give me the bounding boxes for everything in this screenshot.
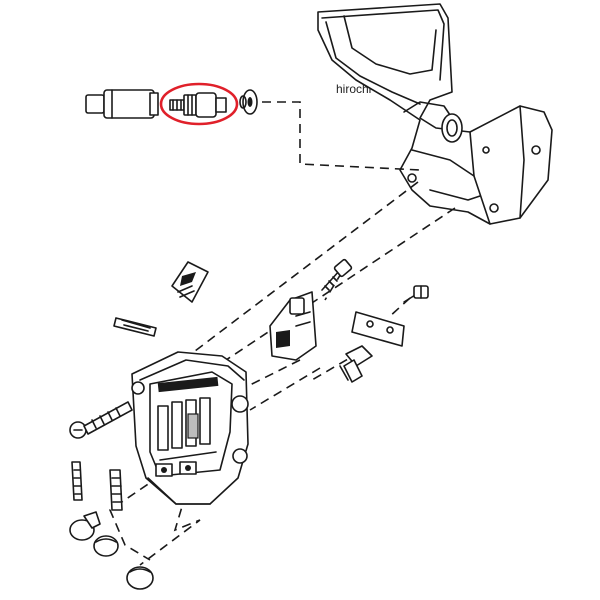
- switch-bracket: [269, 291, 317, 361]
- plunger-sleeve: [85, 89, 159, 119]
- terminal-strip-left: [71, 461, 83, 501]
- terminal-strip-right: [109, 469, 123, 511]
- washer-part: [239, 89, 258, 115]
- long-screw: [69, 401, 133, 439]
- cap-part-2: [93, 535, 119, 557]
- small-switch: [339, 345, 373, 383]
- highlight-circle: [159, 82, 239, 126]
- spring-plunger-part: [169, 92, 227, 118]
- decal-label: [171, 261, 209, 303]
- upper-screw: [321, 258, 353, 291]
- right-screw: [403, 285, 429, 303]
- cap-part-3: [126, 566, 154, 590]
- housing-casting: [317, 3, 553, 225]
- strip-label: [113, 317, 157, 337]
- mounting-plate: [351, 311, 405, 347]
- watermark-text: hirochi: [336, 82, 371, 96]
- cap-part-1: [69, 511, 101, 541]
- switch-housing: [131, 351, 249, 505]
